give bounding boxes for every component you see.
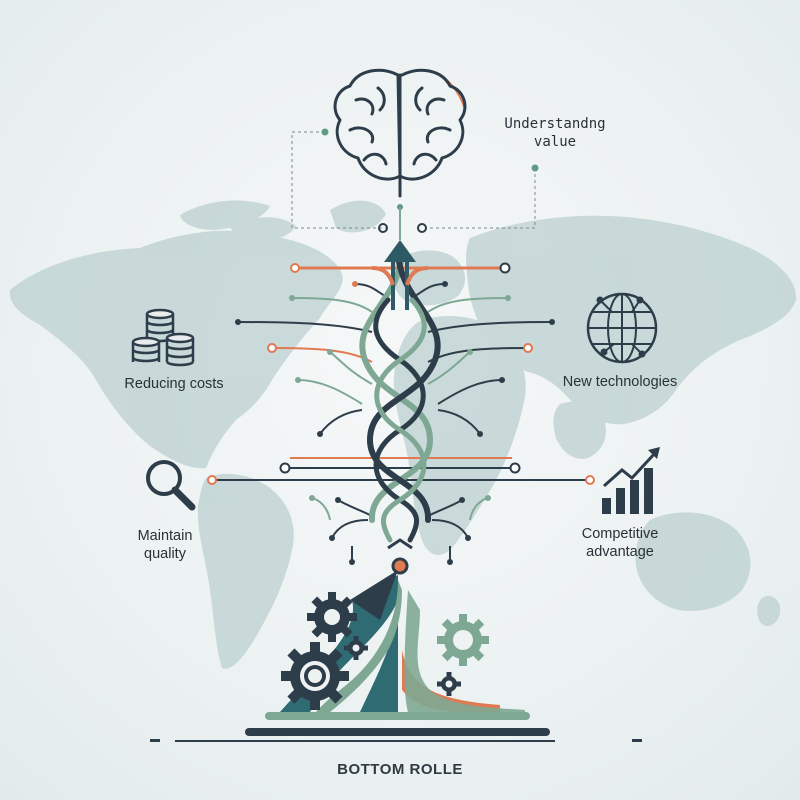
gear-icon: [344, 636, 368, 660]
label-maintain-quality: Maintain quality: [137, 528, 193, 562]
node-ring: [378, 223, 388, 233]
circuit-nodes: [207, 262, 595, 565]
brain-connectors: [291, 131, 536, 229]
label-line: Understandng value: [504, 116, 606, 150]
label-new-technologies: New technologies: [562, 374, 678, 390]
gear-icon: [307, 592, 357, 642]
gear-icon: [437, 672, 461, 696]
magnifier-icon: [146, 460, 196, 511]
label-competitive-advantage: Competitive advantage: [581, 526, 659, 560]
node-dot: [321, 128, 329, 136]
label-understanding-value: Understandng value: [480, 115, 630, 151]
coins-icon: [131, 308, 195, 367]
label-reducing-costs: Reducing costs: [124, 376, 224, 392]
node-dot: [531, 164, 539, 172]
trunk-base: [150, 538, 642, 742]
gear-icon: [281, 642, 349, 710]
globe-circuit-icon: [586, 292, 658, 364]
up-arrow-icon: [371, 240, 429, 310]
bar-chart-up-icon: [602, 447, 660, 514]
dna-strands: [359, 247, 441, 543]
world-map: [9, 200, 797, 669]
bottom-title: BOTTOM ROLLE: [337, 761, 463, 778]
brain-icon: [333, 68, 467, 198]
node-ring: [417, 223, 427, 233]
gear-icon: [437, 614, 489, 666]
